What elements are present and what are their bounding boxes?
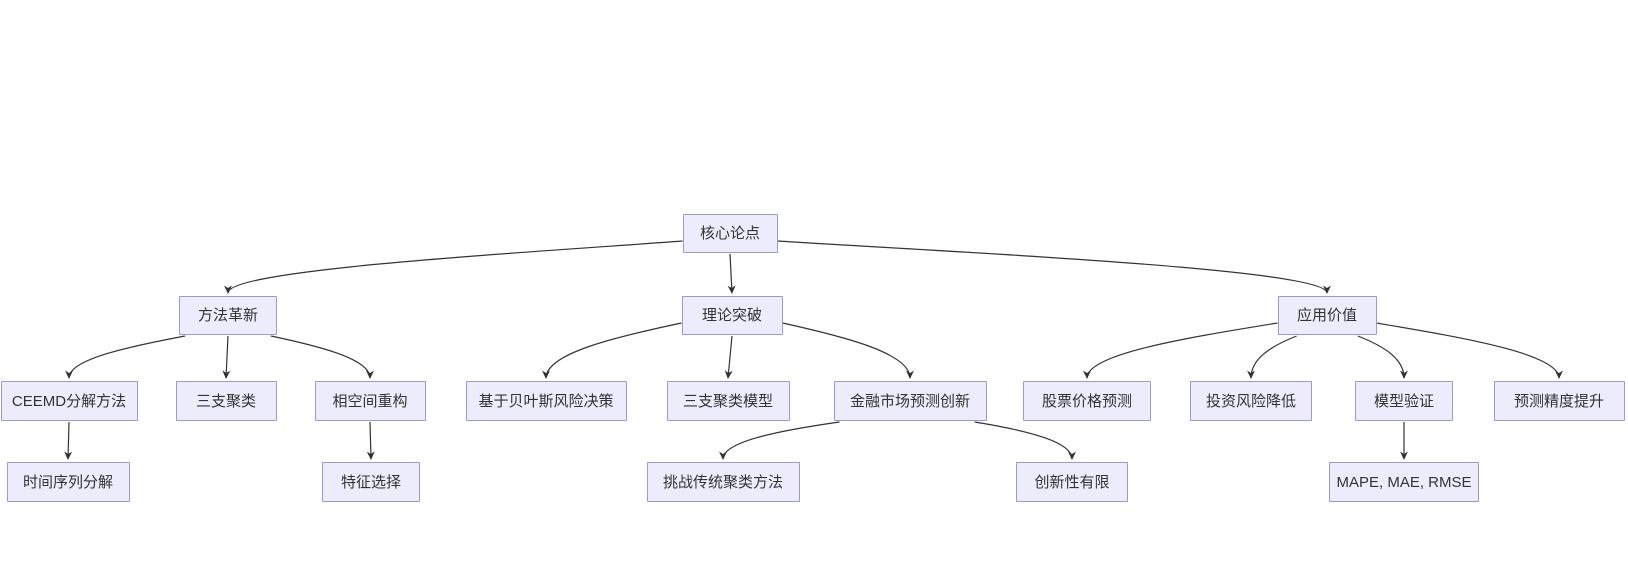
node-application: 应用价值 bbox=[1277, 296, 1377, 335]
node-label: MAPE, MAE, RMSE bbox=[1336, 473, 1472, 491]
node-featsel: 特征选择 bbox=[322, 462, 420, 502]
node-modelvalid: 模型验证 bbox=[1355, 381, 1453, 421]
node-label: CEEMD分解方法 bbox=[11, 392, 127, 410]
node-label: 三支聚类模型 bbox=[682, 392, 773, 410]
edge-application-stock bbox=[1083, 322, 1278, 379]
node-label: 基于贝叶斯风险决策 bbox=[478, 392, 614, 410]
edge-method-phasespace bbox=[270, 335, 374, 379]
edge-theory-bayes bbox=[542, 322, 682, 379]
node-label: 特征选择 bbox=[340, 473, 401, 491]
node-precision: 预测精度提升 bbox=[1493, 381, 1625, 421]
node-label: 模型验证 bbox=[1373, 392, 1434, 410]
node-label: 时间序列分解 bbox=[22, 473, 113, 491]
node-method: 方法革新 bbox=[179, 296, 277, 335]
node-ceemd: CEEMD分解方法 bbox=[0, 381, 138, 421]
node-label: 创新性有限 bbox=[1034, 473, 1110, 491]
node-label: 核心论点 bbox=[699, 225, 760, 242]
node-challenge: 挑战传统聚类方法 bbox=[646, 462, 800, 502]
edge-core-method bbox=[224, 240, 683, 294]
edge-application-precision bbox=[1376, 322, 1563, 379]
node-label: 应用价值 bbox=[1296, 307, 1357, 324]
node-limited: 创新性有限 bbox=[1016, 462, 1128, 502]
edge-application-modelvalid bbox=[1357, 335, 1408, 379]
node-label: 理论突破 bbox=[701, 307, 762, 324]
node-invest: 投资风险降低 bbox=[1190, 381, 1312, 421]
edge-phasespace-featsel bbox=[366, 421, 375, 460]
edge-method-ceemd bbox=[65, 335, 186, 379]
node-label: 方法革新 bbox=[197, 307, 258, 324]
edge-ceemd-tsdecomp bbox=[64, 421, 73, 460]
node-label: 股票价格预测 bbox=[1041, 392, 1132, 410]
node-core: 核心论点 bbox=[682, 214, 778, 253]
edge-method-threeway bbox=[222, 335, 231, 379]
node-phasespace: 相空间重构 bbox=[314, 381, 426, 421]
node-label: 相空间重构 bbox=[332, 392, 408, 410]
node-label: 挑战传统聚类方法 bbox=[662, 473, 783, 491]
node-twcmodel: 三支聚类模型 bbox=[666, 381, 790, 421]
node-fininnov: 金融市场预测创新 bbox=[833, 381, 987, 421]
node-stock: 股票价格预测 bbox=[1023, 381, 1151, 421]
node-bayes: 基于贝叶斯风险决策 bbox=[465, 381, 627, 421]
edge-theory-fininnov bbox=[782, 322, 914, 379]
edge-fininnov-limited bbox=[974, 421, 1076, 460]
edge-core-application bbox=[777, 240, 1331, 294]
edge-theory-twcmodel bbox=[724, 335, 733, 379]
node-label: 金融市场预测创新 bbox=[849, 392, 970, 410]
node-label: 三支聚类 bbox=[195, 392, 256, 410]
node-label: 投资风险降低 bbox=[1205, 392, 1296, 410]
edge-application-invest bbox=[1247, 335, 1297, 379]
node-theory: 理论突破 bbox=[681, 296, 783, 335]
node-label: 预测精度提升 bbox=[1513, 392, 1604, 410]
node-mape: MAPE, MAE, RMSE bbox=[1329, 462, 1479, 502]
node-tsdecomp: 时间序列分解 bbox=[6, 462, 130, 502]
edge-core-theory bbox=[727, 253, 736, 294]
node-threeway: 三支聚类 bbox=[175, 381, 277, 421]
edge-fininnov-challenge bbox=[719, 421, 840, 460]
